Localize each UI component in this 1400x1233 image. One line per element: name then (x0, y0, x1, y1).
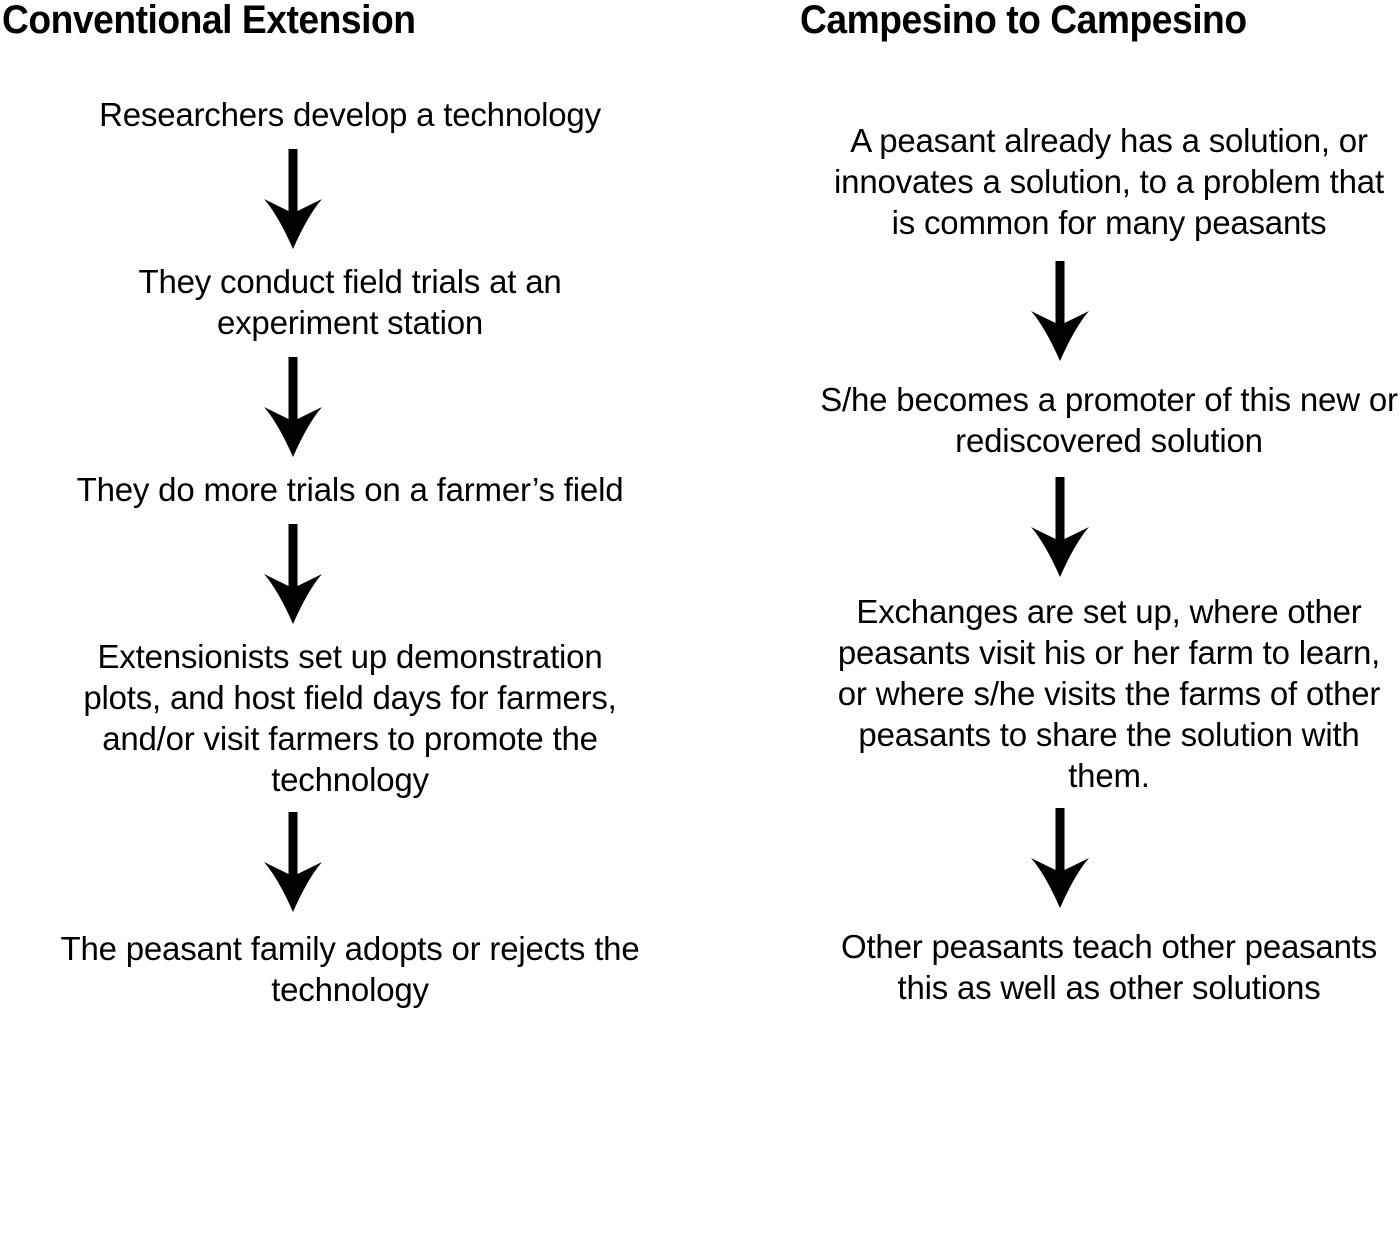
column-campesino-to-campesino: Campesino to Campesino A peasant already… (700, 0, 1400, 1233)
flow-step-peasant-family-adopts-or-rejects: The peasant family adopts or rejects the… (60, 930, 640, 1008)
flow-step-becomes-promoter: S/he becomes a promoter of this new or r… (820, 381, 1398, 459)
flow-step-exchanges-are-set-up: Exchanges are set up, where other peasan… (837, 593, 1381, 794)
flow-arrow-2 (0, 357, 643, 457)
flow-conventional-extension: Researchers develop a technology They co… (0, 94, 700, 1010)
flow-arrow-4 (0, 812, 643, 912)
column-title-campesino-to-campesino: Campesino to Campesino (800, 0, 1247, 42)
flow-step-more-trials-farmers-field: They do more trials on a farmer’s field (76, 471, 624, 508)
column-title-conventional-extension: Conventional Extension (2, 0, 416, 42)
flow-step-peasant-has-or-innovates-solution: A peasant already has a solution, or inn… (834, 122, 1384, 241)
down-arrow-icon (264, 812, 322, 912)
column-conventional-extension: Conventional Extension Researchers devel… (0, 0, 700, 1010)
flow-step-other-peasants-teach-other-peasants: Other peasants teach other peasants this… (840, 928, 1378, 1006)
flow-step-researchers-develop-technology: Researchers develop a technology (99, 96, 601, 133)
down-arrow-icon (1031, 261, 1089, 361)
flow-arrow-2 (710, 477, 1400, 577)
down-arrow-icon (264, 149, 322, 249)
down-arrow-icon (264, 524, 322, 624)
flow-campesino-to-campesino: A peasant already has a solution, or inn… (700, 120, 1400, 1008)
flow-arrow-3 (710, 808, 1400, 908)
flow-arrow-3 (0, 524, 643, 624)
flow-step-field-trials-experiment-station: They conduct field trials at an experime… (138, 263, 562, 341)
down-arrow-icon (264, 357, 322, 457)
flow-arrow-1 (710, 261, 1400, 361)
down-arrow-icon (1031, 808, 1089, 908)
down-arrow-icon (1031, 477, 1089, 577)
flow-step-extensionists-demonstration-plots: Extensionists set up demonstration plots… (83, 638, 617, 798)
flow-arrow-1 (0, 149, 643, 249)
